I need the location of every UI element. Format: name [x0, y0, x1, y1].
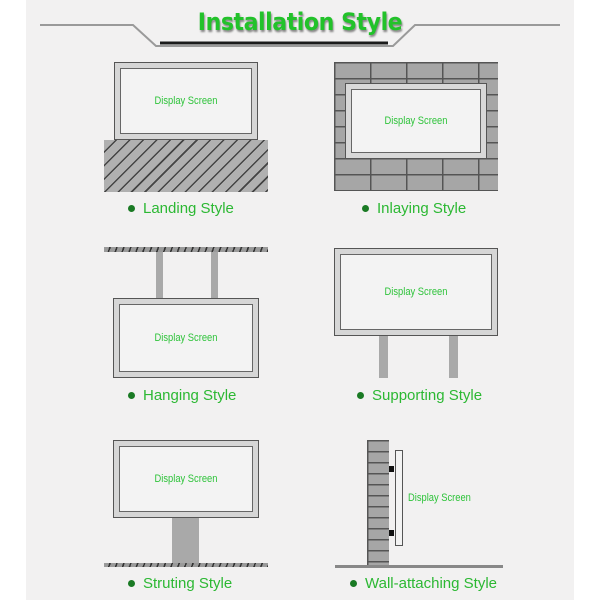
page-title: Installation Style — [197, 8, 403, 36]
display-screen: Display Screen — [113, 440, 259, 518]
brick-column — [367, 440, 389, 565]
support-leg — [449, 336, 458, 378]
bullet-icon — [362, 205, 369, 212]
display-screen-label: Display Screen — [154, 473, 218, 485]
display-screen: Display Screen — [345, 83, 487, 159]
header-divider — [40, 24, 560, 47]
mount-bracket — [389, 530, 394, 536]
display-screen-label: Display Screen — [384, 286, 448, 298]
display-screen-label: Display Screen — [154, 332, 218, 344]
display-screen-label: Display Screen — [408, 492, 471, 504]
ground-base — [104, 140, 268, 192]
inlaying-style-label: Inlaying Style — [362, 200, 466, 217]
hanging-rod — [156, 252, 163, 299]
wall-attaching-style-label: Wall-attaching Style — [350, 575, 497, 592]
mount-bracket — [389, 466, 394, 472]
ground-line — [104, 563, 268, 567]
display-screen: Display Screen — [113, 298, 259, 378]
display-screen-label: Display Screen — [154, 95, 218, 107]
display-screen: Display Screen — [334, 248, 498, 336]
bullet-icon — [357, 392, 364, 399]
bullet-icon — [128, 205, 135, 212]
ceiling — [104, 247, 268, 252]
bullet-icon — [128, 580, 135, 587]
display-screen-label: Display Screen — [384, 115, 448, 127]
landing-style-label: Landing Style — [128, 200, 234, 217]
bullet-icon — [350, 580, 357, 587]
display-screen: Display Screen — [114, 62, 258, 140]
display-screen-side — [395, 450, 403, 546]
strut-pillar — [172, 518, 199, 563]
support-leg — [379, 336, 388, 378]
hanging-style-label: Hanging Style — [128, 387, 236, 404]
hanging-rod — [211, 252, 218, 299]
struting-style-label: Struting Style — [128, 575, 232, 592]
ground-line — [335, 565, 503, 568]
supporting-style-label: Supporting Style — [357, 387, 482, 404]
bullet-icon — [128, 392, 135, 399]
